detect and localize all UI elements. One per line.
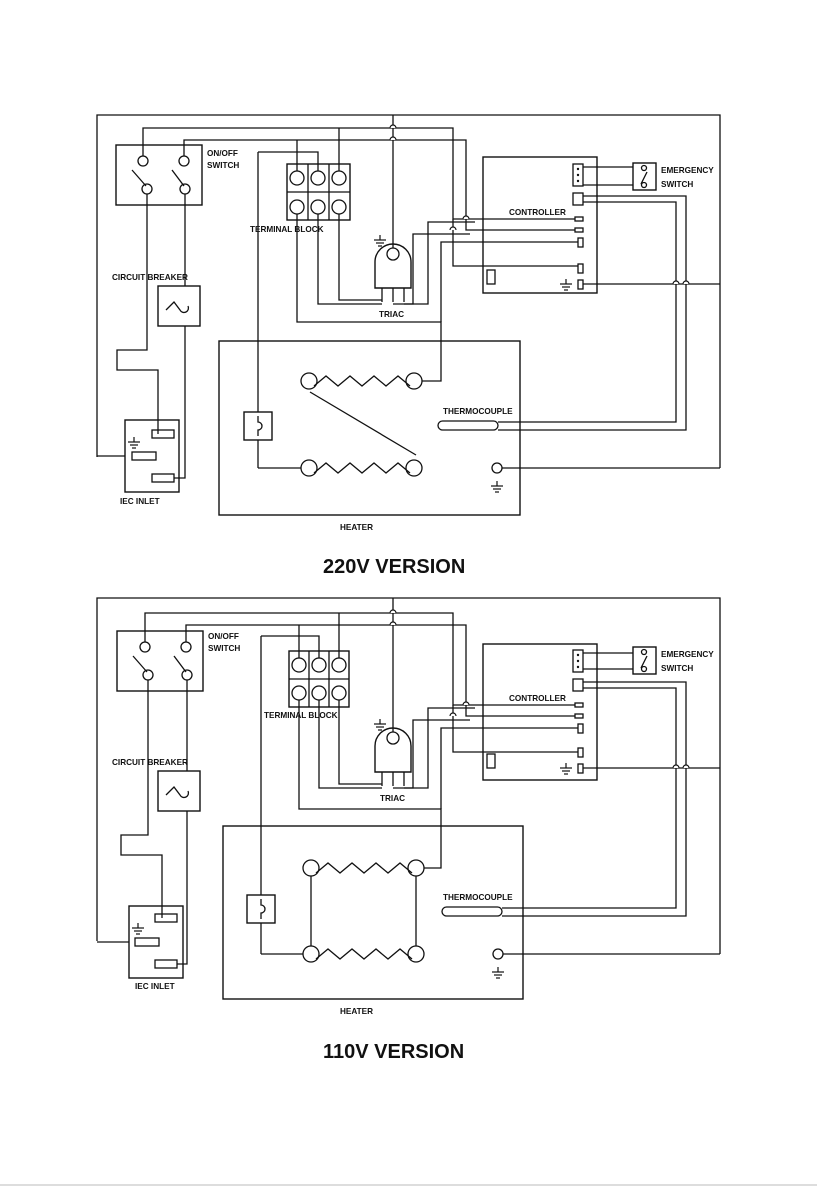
terminal-block-label: TERMINAL BLOCK xyxy=(264,711,338,720)
thermocouple-label: THERMOCOUPLE xyxy=(443,893,513,902)
triac-label: TRIAC xyxy=(380,794,405,803)
diagram-title-220v: 220V VERSION xyxy=(323,556,465,578)
triac-label: TRIAC xyxy=(379,310,404,319)
thermocouple-label: THERMOCOUPLE xyxy=(443,407,513,416)
switch-label-2: SWITCH xyxy=(207,161,239,170)
heater: THERMOCOUPLE HEATER xyxy=(219,152,520,532)
iec-inlet-label: IEC INLET xyxy=(120,497,160,506)
heater: THERMOCOUPLE HEATER xyxy=(223,636,523,1016)
enclosure-frame xyxy=(97,598,720,954)
iec-inlet: IEC INLET xyxy=(129,906,183,991)
on-off-switch: ON/OFF SWITCH xyxy=(117,631,240,691)
diagram-110v: ON/OFF SWITCH TERMINAL BLOCK CIRCUIT BRE… xyxy=(97,598,720,1063)
controller: CONTROLLER xyxy=(483,644,597,780)
switch-label-2: SWITCH xyxy=(208,644,240,653)
enclosure-frame xyxy=(97,115,720,468)
emergency-label-1: EMERGENCY xyxy=(661,650,714,659)
iec-inlet-label: IEC INLET xyxy=(135,982,175,991)
controller-label: CONTROLLER xyxy=(509,208,566,217)
controller-label: CONTROLLER xyxy=(509,694,566,703)
terminal-block-label: TERMINAL BLOCK xyxy=(250,225,324,234)
heater-label: HEATER xyxy=(340,523,373,532)
emergency-switch: EMERGENCY SWITCH xyxy=(633,647,714,674)
diagram-220v: ON/OFF SWITCH TERMINAL BLOCK CIRCUIT BRE… xyxy=(97,115,720,578)
emergency-label-2: SWITCH xyxy=(661,664,693,673)
circuit-breaker: CIRCUIT BREAKER xyxy=(112,273,200,326)
on-off-switch: ON/OFF SWITCH xyxy=(116,145,239,205)
emergency-label-2: SWITCH xyxy=(661,180,693,189)
diagram-title-110v: 110V VERSION xyxy=(323,1041,464,1063)
wiring xyxy=(97,598,720,964)
iec-inlet: IEC INLET xyxy=(120,420,179,506)
terminal-block: TERMINAL BLOCK xyxy=(264,651,349,720)
switch-label-1: ON/OFF xyxy=(208,632,239,641)
controller: CONTROLLER xyxy=(483,157,597,293)
emergency-label-1: EMERGENCY xyxy=(661,166,714,175)
terminal-block: TERMINAL BLOCK xyxy=(250,164,350,234)
switch-label-1: ON/OFF xyxy=(207,149,238,158)
wiring xyxy=(97,115,720,478)
emergency-switch: EMERGENCY SWITCH xyxy=(633,163,714,190)
circuit-breaker-label: CIRCUIT BREAKER xyxy=(112,273,188,282)
heater-label: HEATER xyxy=(340,1007,373,1016)
circuit-breaker-label: CIRCUIT BREAKER xyxy=(112,758,188,767)
